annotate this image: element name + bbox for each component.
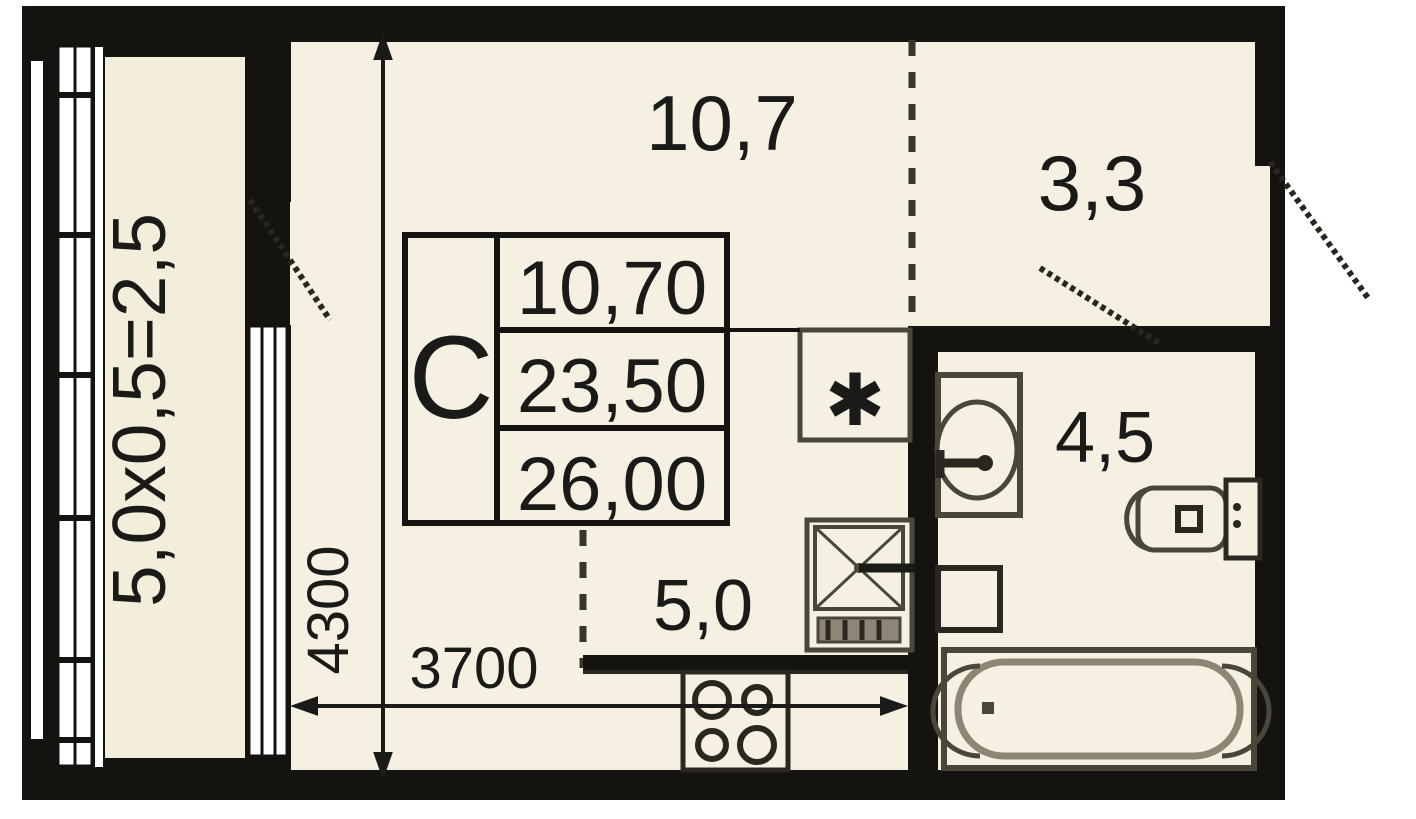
wall-slabs: [22, 6, 1285, 800]
dimension-horizontal-label: 3700: [409, 636, 538, 701]
kitchen-area-label: 5,0: [653, 566, 753, 646]
dimension-vertical-label: 4300: [296, 545, 361, 674]
stove-4-burner: [680, 669, 791, 773]
bathtub: [930, 647, 1272, 771]
refrigerator-symbol: ✱: [797, 327, 913, 443]
area-table: С 10,70 23,50 26,00: [402, 232, 730, 527]
dimension-lines: [289, 31, 909, 781]
refrigerator-glyph: ✱: [825, 361, 885, 441]
area-table-row-total: 26,00: [517, 442, 707, 527]
balcony-glazing: [29, 44, 105, 769]
living-room-area-label: 10,7: [646, 79, 798, 167]
balcony-door-leaf: [247, 198, 333, 322]
balcony-door-glazing: [247, 324, 289, 758]
balcony-label: 5,0х0,5=2,5: [97, 213, 181, 607]
area-table-row-living: 10,70: [517, 246, 707, 331]
hall-floor: [885, 38, 1270, 326]
wash-basin: [934, 372, 1023, 518]
area-table-type-letter: С: [408, 312, 493, 444]
zone-separator-lines: [579, 40, 916, 668]
room-fills: [88, 38, 1270, 770]
bathroom-door-leaf: [1038, 265, 1164, 348]
bathroom-cabinet: [935, 565, 1003, 633]
bathroom-area-label: 4,5: [1055, 398, 1155, 478]
entry-door-leaf: [1267, 160, 1371, 300]
balcony-floor: [88, 57, 245, 763]
door-swings: [247, 160, 1371, 348]
area-table-row-without-balcony: 23,50: [517, 344, 707, 429]
toilet: [1124, 477, 1263, 561]
kitchen-partition: [583, 655, 913, 671]
kitchen-sink: [804, 517, 915, 653]
hall-area-label: 3,3: [1038, 139, 1146, 227]
